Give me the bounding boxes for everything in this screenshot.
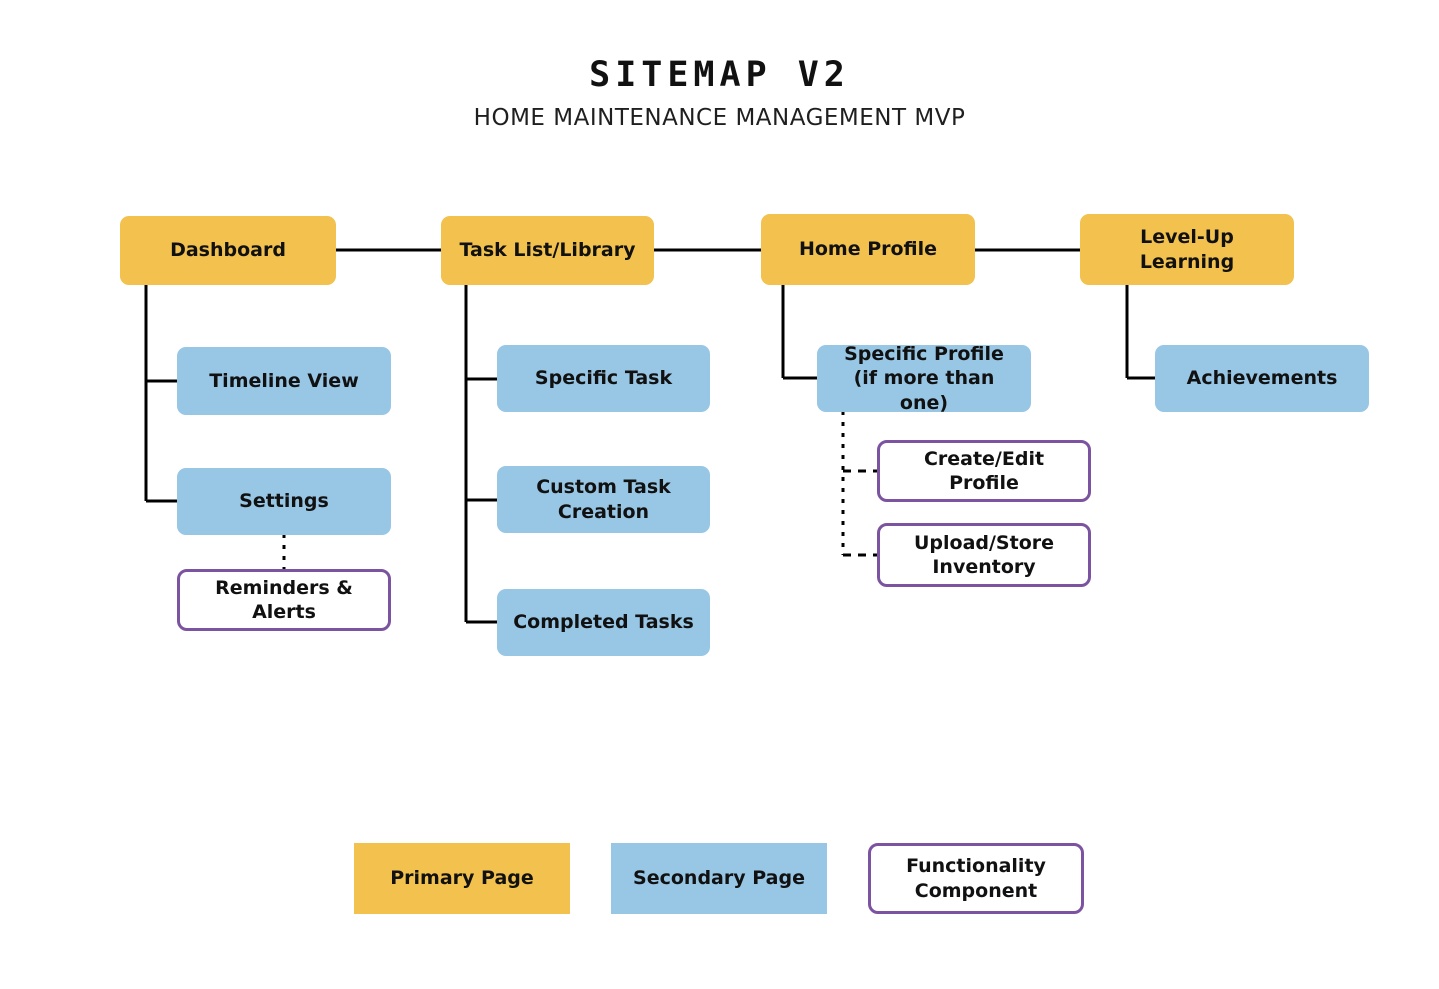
legend-functionality-component: Functionality Component: [868, 843, 1084, 914]
node-dashboard[interactable]: Dashboard: [120, 216, 336, 285]
node-timeline-view[interactable]: Timeline View: [177, 347, 391, 415]
node-upload-store-inventory[interactable]: Upload/Store Inventory: [877, 523, 1091, 587]
node-task-list-library[interactable]: Task List/Library: [441, 216, 654, 285]
node-reminders-alerts[interactable]: Reminders & Alerts: [177, 569, 391, 631]
node-completed-tasks[interactable]: Completed Tasks: [497, 589, 710, 656]
node-specific-task[interactable]: Specific Task: [497, 345, 710, 412]
node-home-profile[interactable]: Home Profile: [761, 214, 975, 285]
node-create-edit-profile[interactable]: Create/Edit Profile: [877, 440, 1091, 502]
page-title: SITEMAP V2: [589, 55, 850, 95]
node-custom-task-creation[interactable]: Custom Task Creation: [497, 466, 710, 533]
page-subtitle: HOME MAINTENANCE MANAGEMENT MVP: [473, 105, 966, 131]
legend-primary-page: Primary Page: [354, 843, 570, 914]
node-achievements[interactable]: Achievements: [1155, 345, 1369, 412]
node-specific-profile[interactable]: Specific Profile (if more than one): [817, 343, 1031, 414]
legend-secondary-page: Secondary Page: [611, 843, 827, 914]
node-settings[interactable]: Settings: [177, 468, 391, 535]
node-level-up-learning[interactable]: Level-Up Learning: [1080, 214, 1294, 285]
